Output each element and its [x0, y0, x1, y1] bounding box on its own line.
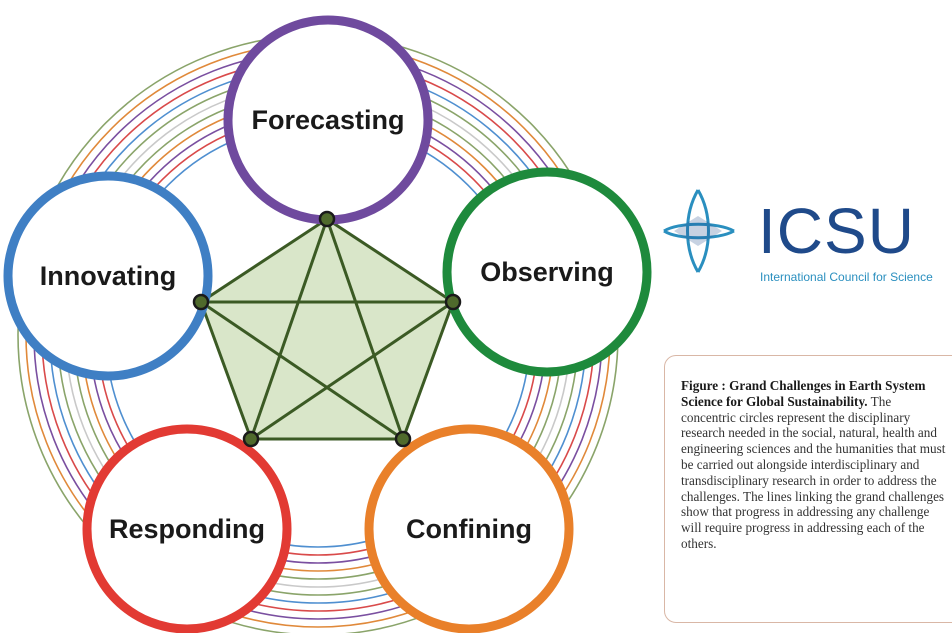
challenge-link — [249, 218, 329, 440]
challenge-network — [199, 217, 455, 441]
challenge-circle — [364, 424, 574, 633]
caption-title: Figure : Grand Challenges in Earth Syste… — [681, 378, 926, 409]
pentagon — [199, 217, 455, 441]
figure-caption: Figure : Grand Challenges in Earth Syste… — [681, 378, 949, 552]
challenge-node-forecasting: Forecasting — [223, 15, 433, 225]
challenge-label: Observing — [480, 257, 614, 287]
challenge-node-observing: Observing — [442, 167, 652, 377]
icsu-logo-emblem — [663, 189, 735, 273]
challenge-link — [200, 300, 404, 441]
pentagon-vertex — [192, 293, 210, 311]
challenge-node-confining: Confining — [364, 424, 574, 633]
challenge-node-responding: Responding — [82, 424, 292, 633]
challenge-circle — [82, 424, 292, 633]
challenge-node-innovating: Innovating — [3, 171, 213, 381]
challenge-circle — [3, 171, 213, 381]
challenge-label: Confining — [406, 514, 532, 544]
challenge-circle — [442, 167, 652, 377]
caption-body: The concentric circles represent the dis… — [681, 393, 946, 551]
challenge-label: Forecasting — [251, 105, 404, 135]
challenge-link — [250, 300, 454, 441]
pentagon-vertex — [394, 430, 412, 448]
challenge-label: Innovating — [40, 261, 177, 291]
caption-box — [664, 355, 952, 623]
challenge-label: Responding — [109, 514, 265, 544]
pentagon-vertex — [444, 293, 462, 311]
pentagon-vertex — [318, 210, 336, 228]
pentagon-vertex — [242, 430, 260, 448]
logo-name: ICSU — [758, 195, 915, 267]
logo-subtitle: International Council for Science — [760, 270, 933, 284]
challenge-link — [325, 218, 405, 440]
